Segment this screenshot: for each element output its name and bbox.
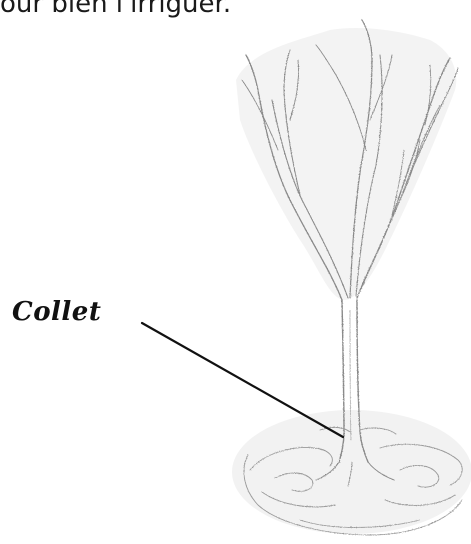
canopy-shading [236, 28, 456, 300]
collet-label: Collet [12, 297, 101, 327]
collet-pointer-line [142, 323, 343, 437]
